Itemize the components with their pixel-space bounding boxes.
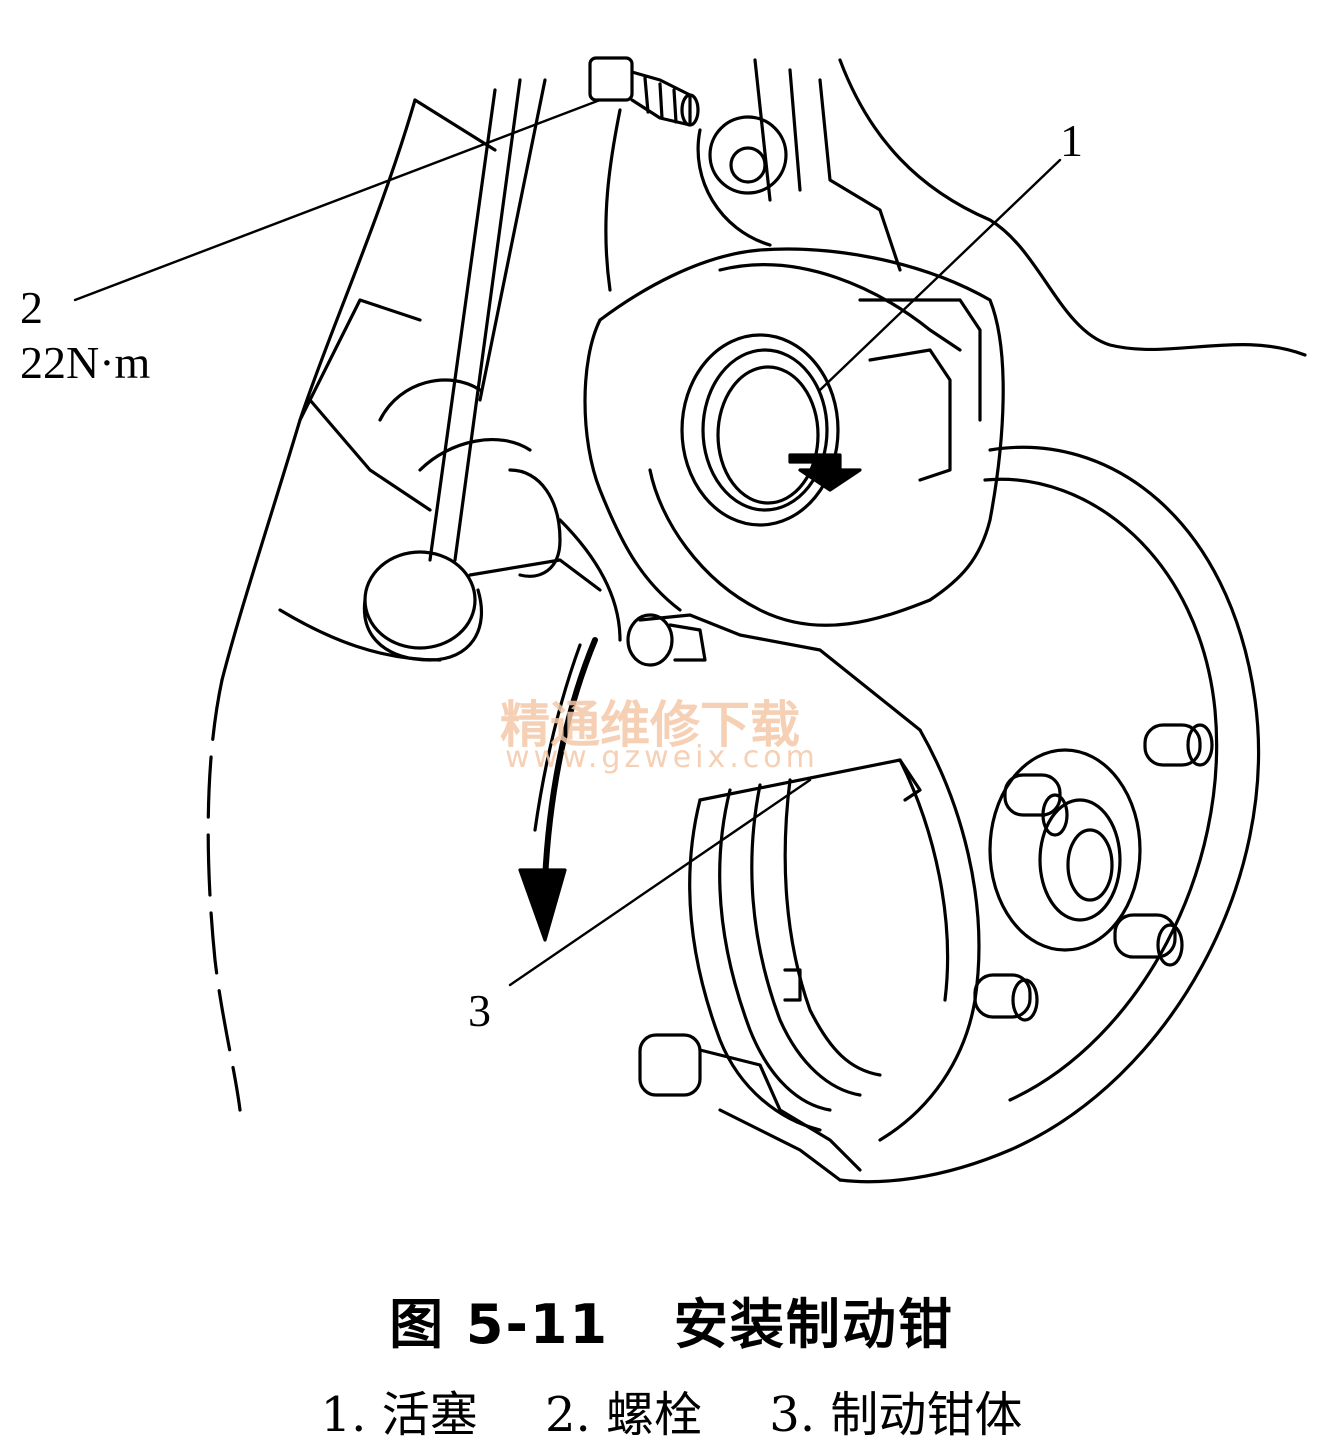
watermark-cn: 精通维修下载 [500,696,800,754]
legend-item: 2. 螺栓 [544,1387,703,1443]
fender-outline [206,98,497,1112]
legend-item: 3. 制动钳体 [769,1387,1023,1443]
callout-2-torque: 22N·m [20,337,151,388]
strut-rods [428,78,547,562]
caliper-body [558,247,1005,642]
brake-rotor [838,445,1261,1184]
callout-2: 2 [20,282,43,333]
leader-lines [73,98,1062,987]
brake-pads [688,758,922,1132]
figure-caption: 图 5-11 安装制动钳 [0,1280,1343,1359]
brake-hose [378,378,562,578]
wheel-studs [973,723,1214,1022]
figure-legend: 1. 活塞 2. 螺栓 3. 制动钳体 [0,1375,1343,1445]
brake-caliper-installation-drawing [73,56,1307,1184]
callout-3: 3 [468,985,491,1036]
ball-joint [362,550,602,662]
rotation-arrow [518,637,598,942]
callout-1: 1 [1060,115,1083,166]
leader-line-1 [818,158,1062,392]
figure-number: 图 5-11 [389,1293,610,1356]
caliper-bracket [626,613,981,1182]
figure-title: 安装制动钳 [673,1293,954,1356]
leader-line-3 [508,778,812,987]
steering-knuckle [604,58,1307,357]
piston-1 [680,333,862,527]
legend-item: 1. 活塞 [320,1387,478,1443]
bolt-2 [588,56,700,127]
leader-line-2 [73,98,602,302]
watermark-url: www.gzweix.com [505,740,819,775]
